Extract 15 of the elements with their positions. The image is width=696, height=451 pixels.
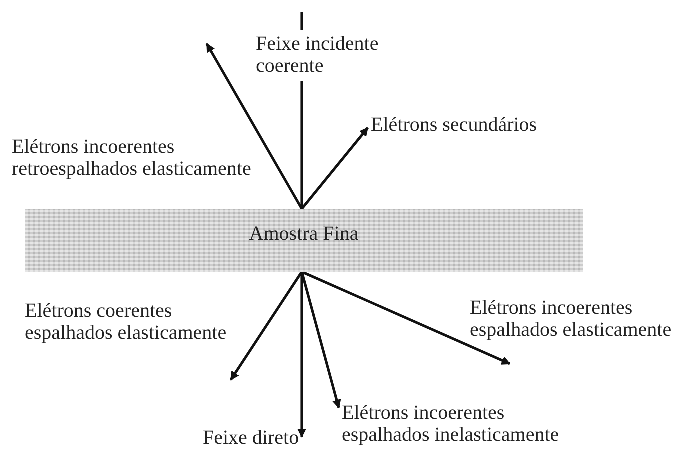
sample-label: Amostra Fina: [249, 223, 359, 246]
sample-band: [25, 209, 583, 272]
arrow: [298, 272, 306, 438]
text-label: Feixe direto: [203, 427, 301, 449]
arrow: [230, 271, 304, 381]
text-label: Elétrons secundários: [371, 114, 541, 136]
arrow: [301, 270, 511, 366]
text-label: Elétrons incoerentes espalhados inelasticamente: [342, 402, 562, 446]
edge-label: Feixe incidente coerente: [256, 33, 380, 77]
arrow: [301, 127, 369, 210]
arrow: [300, 272, 342, 409]
edge-label: Elétrons incoerentes retroespalhados elasticamente: [12, 136, 252, 180]
arrow: [206, 43, 304, 210]
edge-label: Elétrons incoerentes espalhados elasticamente: [470, 297, 673, 341]
edge-label: Elétrons coerentes espalhados elasticamente: [25, 300, 228, 344]
